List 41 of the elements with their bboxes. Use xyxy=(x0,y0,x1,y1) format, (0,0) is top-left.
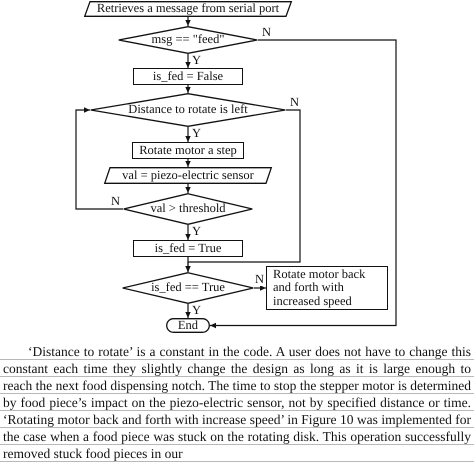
decision-diamond xyxy=(123,193,253,225)
edge-label: N xyxy=(254,273,266,286)
node-label: msg == "feed" xyxy=(152,33,224,47)
node-label: Rotate motor a step xyxy=(139,144,237,158)
edge-label: N xyxy=(289,96,300,109)
io-parallelogram xyxy=(84,1,292,17)
arrow xyxy=(185,304,191,318)
arrow xyxy=(185,54,191,68)
node-label: Distance to rotate is left xyxy=(128,103,248,117)
decision-diamond xyxy=(118,26,258,54)
arrow xyxy=(185,159,191,167)
arrow xyxy=(185,127,191,142)
arrow xyxy=(185,225,191,240)
arrow xyxy=(185,257,191,272)
arrow xyxy=(185,184,191,193)
process-box xyxy=(132,142,244,159)
edge-label: Y xyxy=(191,225,202,238)
arrow xyxy=(254,285,266,291)
edge-label: N xyxy=(110,195,122,208)
node-label: Rotate motor back and forth with increased speed xyxy=(273,268,366,308)
arrow xyxy=(185,85,191,93)
node-label: End xyxy=(178,318,198,332)
process-box xyxy=(133,68,243,85)
edge-label: Y xyxy=(191,54,202,67)
node-label: Retrieves a message from serial port xyxy=(96,2,280,16)
node-label: val > threshold xyxy=(150,202,226,216)
arrow xyxy=(185,17,191,26)
node-label: is_fed == True xyxy=(151,281,225,295)
node-label: is_fed = True xyxy=(154,242,222,256)
decision-diamond xyxy=(122,272,254,304)
arrow xyxy=(210,39,397,328)
edge-label: Y xyxy=(191,304,202,317)
process-box xyxy=(266,266,388,310)
edge-label: Y xyxy=(191,127,202,140)
node-label: val = piezo-electric sensor xyxy=(122,168,254,182)
io-parallelogram xyxy=(104,167,272,184)
arrow xyxy=(75,107,123,210)
node-label: is_fed = False xyxy=(152,70,224,84)
edge-label: N xyxy=(261,26,272,39)
decision-diamond xyxy=(90,93,286,127)
process-box xyxy=(133,240,243,257)
